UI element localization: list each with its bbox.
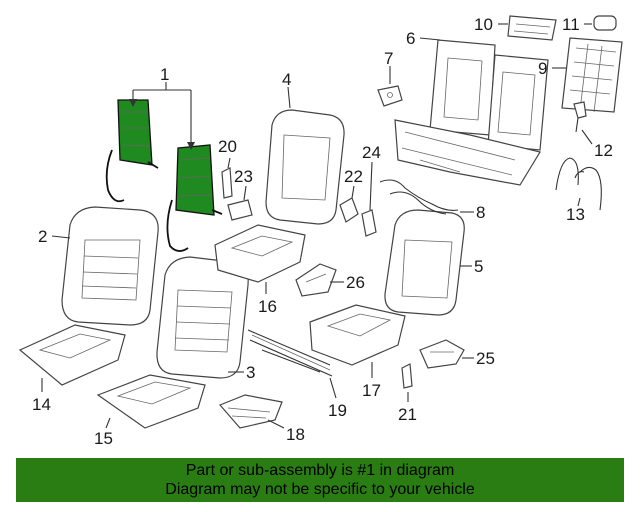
callout-3: 3 <box>246 363 255 382</box>
callout-15: 15 <box>94 429 113 448</box>
callout-2: 2 <box>38 227 47 246</box>
callout-7: 7 <box>384 49 393 68</box>
callout-17: 17 <box>362 381 381 400</box>
callout-8: 8 <box>476 203 485 222</box>
banner-line-1: Part or sub-assembly is #1 in diagram <box>185 462 455 479</box>
callout-19-leader <box>329 377 337 399</box>
callout-4: 4 <box>282 70 291 89</box>
callout-22-leader <box>351 185 355 199</box>
callout-24-leader <box>369 161 373 211</box>
part-11-cap[interactable] <box>593 15 617 31</box>
callout-25: 25 <box>476 349 495 368</box>
part-15-cushion-right[interactable] <box>96 374 206 429</box>
part-3-seatback-right[interactable] <box>156 256 249 379</box>
part-16-cushion-center[interactable] <box>214 224 306 283</box>
callout-1: 1 <box>160 65 169 84</box>
callout-4-leader <box>287 86 291 109</box>
callout-19: 19 <box>328 401 347 420</box>
parts-diagram: 1 2 3 4 5 6 7 8 9 10 11 12 13 14 15 16 1… <box>18 15 623 448</box>
part-6-seat-frame[interactable] <box>394 39 549 186</box>
part-9-panel[interactable] <box>561 37 623 113</box>
part-2-seatback-left[interactable] <box>61 206 159 326</box>
part-21-bracket[interactable] <box>401 363 413 389</box>
callout-16: 16 <box>258 297 277 316</box>
callout-6: 6 <box>406 29 415 48</box>
callout-11: 11 <box>562 15 580 34</box>
part-25-module[interactable] <box>419 339 465 369</box>
callout-1-leader <box>129 82 195 150</box>
part-19-rail[interactable] <box>247 329 333 377</box>
callout-21: 21 <box>398 405 417 424</box>
callout-18-leader <box>267 419 285 429</box>
callout-9: 9 <box>538 59 547 78</box>
banner-line-2: Diagram may not be specific to your vehi… <box>165 481 475 498</box>
callout-13: 13 <box>566 205 585 224</box>
part-20-cover[interactable] <box>221 167 233 199</box>
part-10-trim[interactable] <box>507 15 557 41</box>
callout-22: 22 <box>344 167 363 186</box>
part-12-clip[interactable] <box>573 101 587 133</box>
callout-24: 24 <box>362 143 381 162</box>
callout-23: 23 <box>234 167 253 186</box>
part-26-pocket[interactable] <box>295 263 337 297</box>
callout-26: 26 <box>346 273 365 292</box>
callout-18: 18 <box>286 425 305 444</box>
part-23-bracket[interactable] <box>227 199 253 221</box>
callout-10: 10 <box>474 15 493 34</box>
part-17-cushion-rear[interactable] <box>309 304 406 366</box>
part-14-cushion-left[interactable] <box>18 324 126 386</box>
callout-5: 5 <box>474 257 483 276</box>
part-13-rods[interactable] <box>555 157 602 211</box>
part-5-seatback-rear[interactable] <box>384 209 465 316</box>
part-7-bracket[interactable] <box>377 85 403 107</box>
callout-20: 20 <box>218 137 237 156</box>
part-4-seatback-center[interactable] <box>265 109 345 225</box>
callout-15-leader <box>105 417 111 429</box>
callout-13-leader <box>577 197 581 207</box>
callout-23-leader <box>243 185 247 201</box>
callout-6-leader <box>419 37 441 41</box>
part-18-track[interactable] <box>218 394 283 429</box>
callout-14: 14 <box>32 395 51 414</box>
part-1-seatback-cover-right[interactable] <box>166 144 223 252</box>
diagram-note-banner: Part or sub-assembly is #1 in diagram Di… <box>16 458 624 502</box>
part-24-lever[interactable] <box>361 209 377 237</box>
callout-2-leader <box>51 235 71 239</box>
callout-12: 12 <box>594 141 613 160</box>
callout-12-leader <box>581 129 593 145</box>
part-1-seatback-cover-left[interactable] <box>105 99 159 203</box>
part-8-harness[interactable] <box>379 179 459 215</box>
callout-20-leader <box>227 157 231 169</box>
part-22-hinge[interactable] <box>339 197 359 223</box>
